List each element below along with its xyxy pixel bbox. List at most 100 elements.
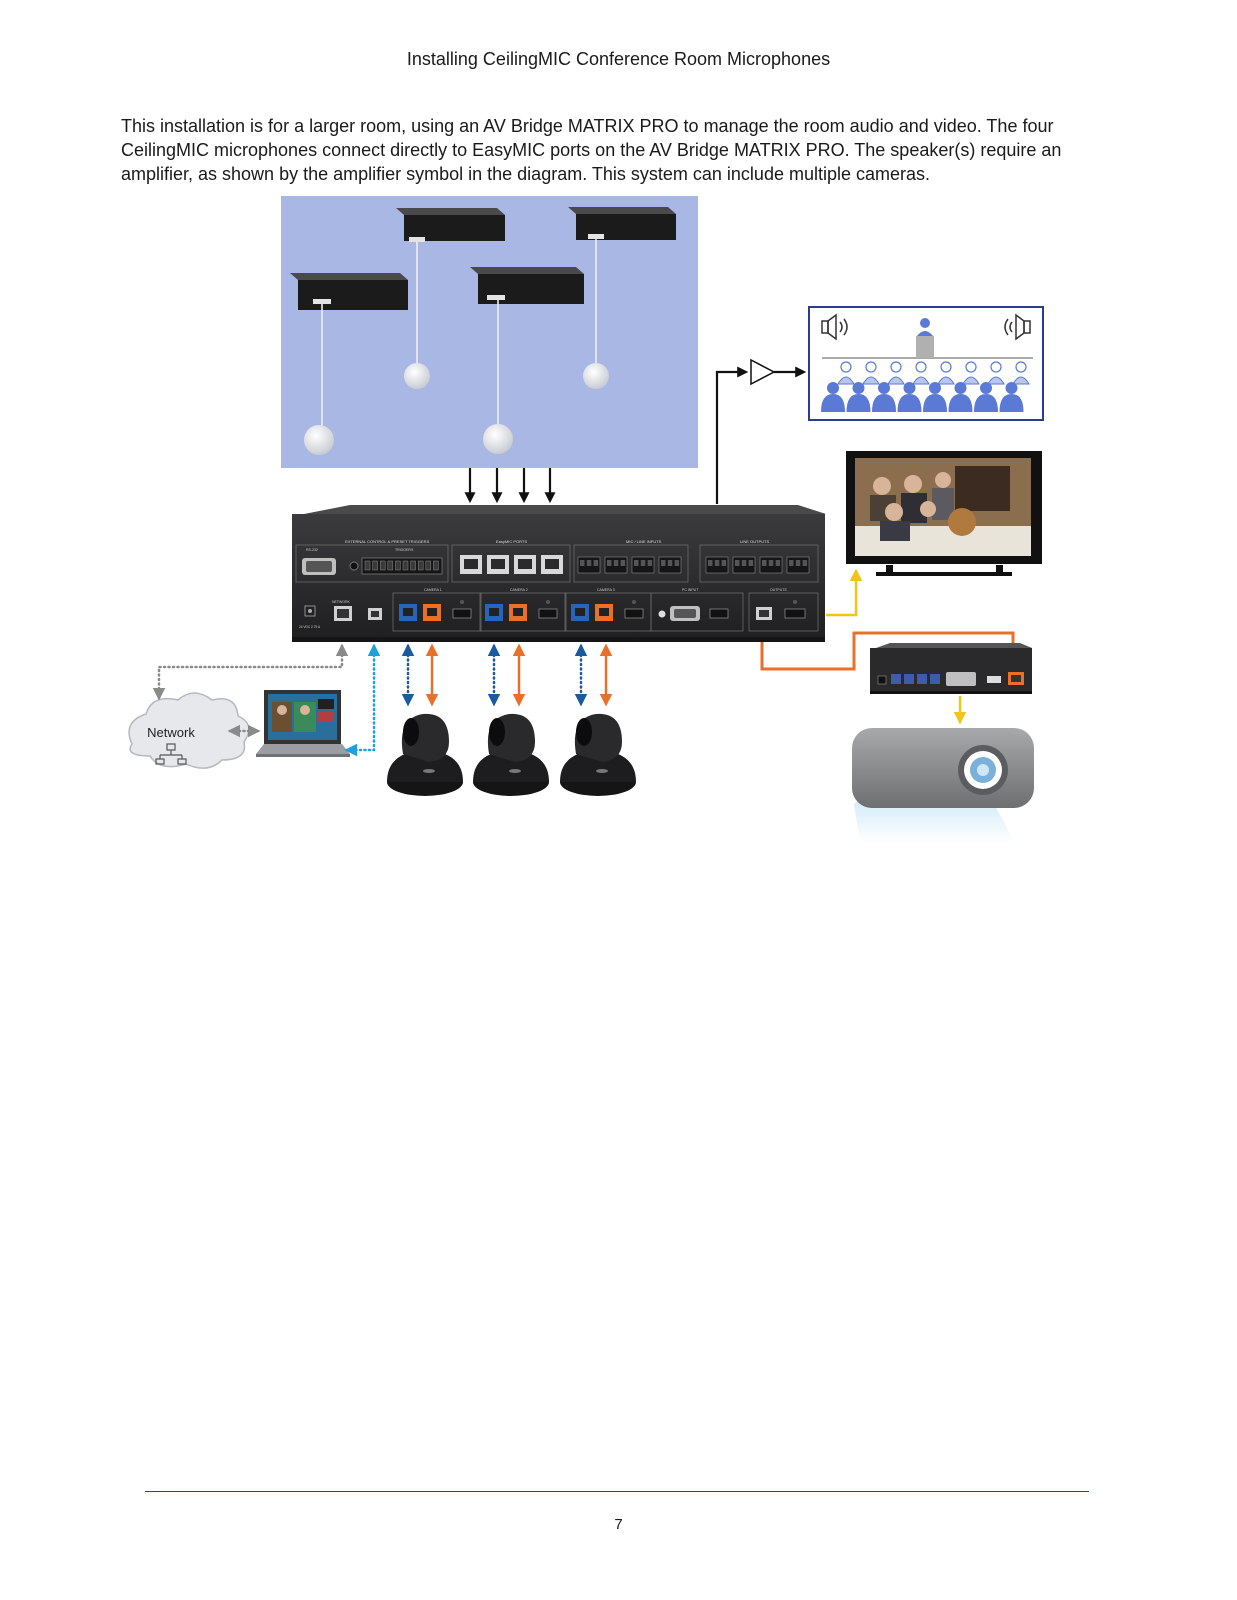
trigger-pin [373, 561, 378, 570]
network-label: Network [147, 725, 195, 740]
amplifier-path [717, 360, 804, 504]
audience-head-icon [955, 382, 967, 394]
mic-line-input-pin [614, 560, 619, 566]
usb-link-dotted [347, 646, 374, 750]
label-easymic-ports: EasyMIC PORTS [496, 539, 527, 544]
intro-paragraph: This installation is for a larger room, … [121, 114, 1121, 186]
easymic-port-socket [545, 559, 559, 569]
mic-line-input-pin [675, 560, 680, 566]
camera-hdmi-port [453, 609, 471, 618]
receiver-ports [878, 672, 976, 686]
receiver-port [917, 674, 927, 684]
line-output-pin [769, 560, 774, 566]
mic-line-input-pin [661, 560, 666, 566]
trigger-pin [433, 561, 438, 570]
audience-head-icon [916, 362, 926, 372]
label-camera-3: CAMERA 3 [597, 588, 615, 592]
line-output-pin [762, 560, 767, 566]
camera-cables [408, 646, 606, 704]
trigger-pin [365, 561, 370, 570]
label-mic-line-inputs: MIC / LINE INPUTS [626, 539, 662, 544]
trigger-pin [411, 561, 416, 570]
label-pc-input: PC INPUT [682, 588, 699, 592]
receiver-dvi-port [946, 672, 976, 686]
mic-line-input-pin [580, 560, 585, 566]
line-output-pin [742, 560, 747, 566]
camera-hdbaset-socket [427, 608, 437, 616]
receiver-port [891, 674, 901, 684]
cameras [387, 714, 636, 796]
line-output-pin [796, 560, 801, 566]
receiver-power-jack [878, 676, 886, 684]
audience-head-icon [966, 362, 976, 372]
hdmi-to-tv-line [826, 571, 856, 615]
camera-rs232-socket [489, 608, 499, 616]
audience-head-icon [827, 382, 839, 394]
audience-head-icon [904, 382, 916, 394]
receiver-port [904, 674, 914, 684]
label-triggers: TRIGGERS [395, 548, 414, 552]
av-bridge-matrix-pro: EXTERNAL CONTROL & PRESET TRIGGERS EasyM… [292, 505, 826, 642]
laptop [256, 690, 350, 757]
camera-lens [489, 718, 505, 746]
audience-head-icon [891, 362, 901, 372]
receiver-port [930, 674, 940, 684]
line-output-pin [749, 560, 754, 566]
camera-logo [423, 769, 435, 773]
camera-status-light [632, 600, 636, 604]
line-output-pin [789, 560, 794, 566]
mic-line-input-pin [621, 560, 626, 566]
audience-head-icon [1016, 362, 1026, 372]
audience-head-icon [1006, 382, 1018, 394]
installation-diagram: EXTERNAL CONTROL & PRESET TRIGGERS EasyM… [110, 196, 1110, 856]
mic-line-input-pin [634, 560, 639, 566]
trigger-pin [395, 561, 400, 570]
label-external-control: EXTERNAL CONTROL & PRESET TRIGGERS [345, 539, 430, 544]
hdbaset-receiver [870, 643, 1032, 694]
camera-status-light [546, 600, 550, 604]
mic-line-input-pin [668, 560, 673, 566]
audience-head-icon [866, 362, 876, 372]
audience-head-icon [991, 362, 1001, 372]
trigger-pin [403, 561, 408, 570]
camera-logo [509, 769, 521, 773]
projector [852, 728, 1034, 843]
footer-rule [145, 1491, 1089, 1492]
audience-head-icon [853, 382, 865, 394]
easymic-port-socket [518, 559, 532, 569]
page-header: Installing CeilingMIC Conference Room Mi… [0, 49, 1237, 70]
camera-lens [576, 718, 592, 746]
trigger-pin [418, 561, 423, 570]
tv-monitor [846, 451, 1042, 576]
audience-head-icon [841, 362, 851, 372]
label-camera-1: CAMERA 1 [424, 588, 442, 592]
audience-speakers-box [809, 307, 1043, 420]
label-rs232: RS-232 [306, 548, 318, 552]
line-output-pin [776, 560, 781, 566]
camera-rs232-socket [403, 608, 413, 616]
camera-hdmi-port [625, 609, 643, 618]
label-outputs: OUTPUTS [770, 588, 787, 592]
label-power: 24 VDC 2.75 A [299, 625, 321, 629]
trigger-pin [426, 561, 431, 570]
line-output-pin [715, 560, 720, 566]
audience-head-icon [929, 382, 941, 394]
camera-hdbaset-socket [599, 608, 609, 616]
mic-connection-arrows [470, 468, 550, 501]
audience-head-icon [878, 382, 890, 394]
line-output-pin [803, 560, 808, 566]
trigger-pin [380, 561, 385, 570]
camera-status-light [460, 600, 464, 604]
label-camera-2: CAMERA 2 [510, 588, 528, 592]
line-output-pin [735, 560, 740, 566]
page-number: 7 [0, 1516, 1237, 1533]
mic-line-input-pin [607, 560, 612, 566]
label-line-outputs: LINE OUTPUTS [740, 539, 769, 544]
camera-hdbaset-socket [513, 608, 523, 616]
audience-head-icon [941, 362, 951, 372]
trigger-pin [388, 561, 393, 570]
amplifier-symbol [751, 360, 774, 384]
mic-line-input-pin [648, 560, 653, 566]
camera-rs232-socket [575, 608, 585, 616]
mic-line-input-pin [641, 560, 646, 566]
